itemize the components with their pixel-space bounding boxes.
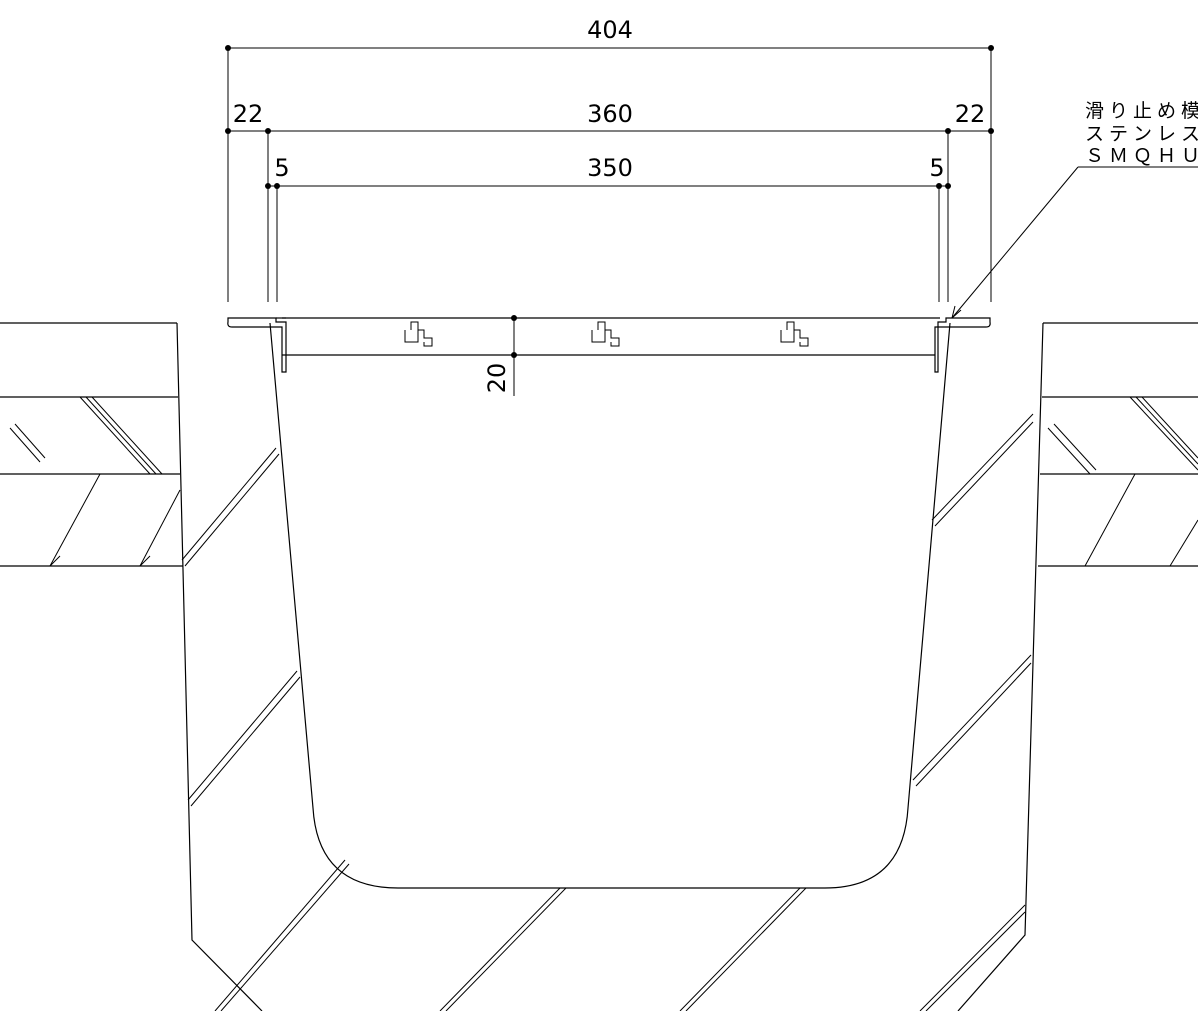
dimension-cover-depth: 20 (483, 315, 517, 396)
note-line-1: 滑り止め模 (1085, 100, 1198, 122)
material-note: 滑り止め模 ステンレス ＳＭＱＨＵ (1085, 100, 1198, 167)
clear-width-label: 350 (587, 154, 633, 182)
inner-width-label: 360 (587, 100, 633, 128)
right-flange-label: 22 (955, 100, 986, 128)
pavement-layers-right (1038, 322, 1198, 567)
dimension-clear-width: 5 350 5 (265, 154, 951, 302)
stud-2 (591, 321, 620, 347)
trough-outer-outline (176, 322, 1044, 1011)
note-leader (951, 166, 1198, 319)
grating-cover (227, 317, 991, 373)
left-gap-label: 5 (274, 154, 289, 182)
right-gap-label: 5 (929, 154, 944, 182)
pavement-layers-left (0, 322, 183, 567)
stud-3 (780, 321, 809, 347)
left-flange-label: 22 (233, 100, 264, 128)
dimension-inner-width: 22 360 22 (225, 100, 994, 302)
note-line-2: ステンレス (1085, 123, 1198, 145)
cover-depth-label: 20 (483, 363, 511, 394)
trough-inner-channel (269, 322, 951, 889)
dimension-overall-width: 404 (225, 16, 994, 302)
overall-width-label: 404 (587, 16, 633, 44)
stud-1 (404, 321, 433, 347)
anti-slip-studs (404, 321, 809, 347)
concrete-hatching (181, 413, 1034, 1011)
note-line-3: ＳＭＱＨＵ (1085, 145, 1198, 167)
